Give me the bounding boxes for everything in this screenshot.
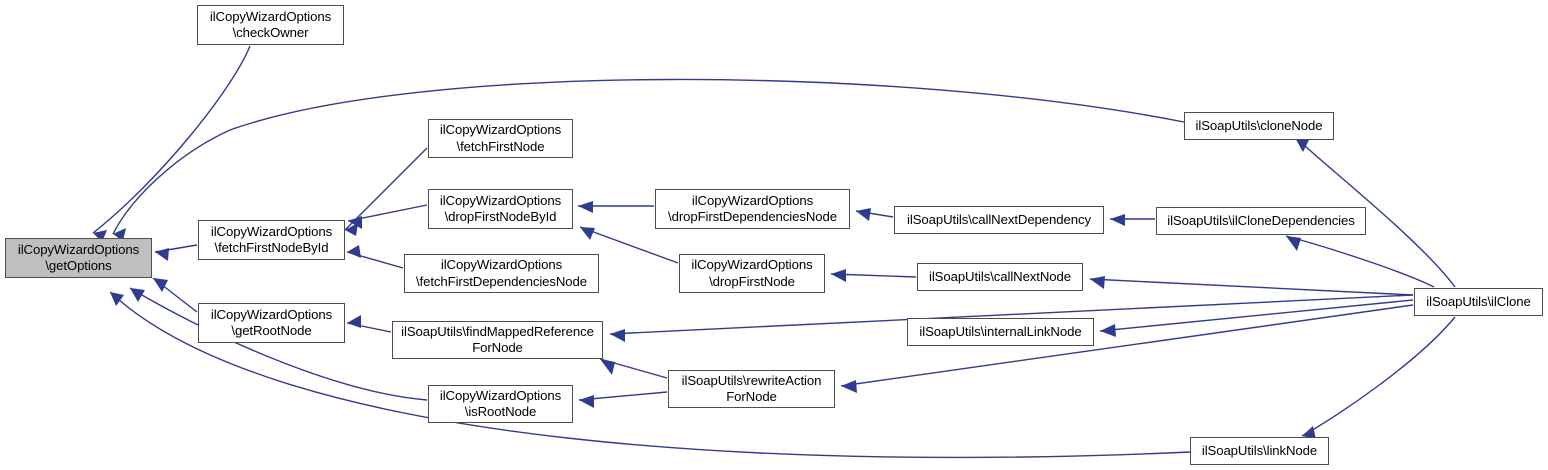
edge-fetchFirstNodeById-to-getOptions: [154, 244, 198, 261]
node-dropFirstDependenciesNode[interactable]: ilCopyWizardOptions \dropFirstDependenci…: [655, 189, 850, 229]
node-cloneNode[interactable]: ilSoapUtils\cloneNode: [1184, 112, 1334, 140]
node-label-ilClone: ilSoapUtils\ilClone: [1426, 293, 1531, 309]
edge-rewriteActionForNode-to-findMappedReferenceForNode: [599, 358, 668, 379]
node-fetchFirstNodeById[interactable]: ilCopyWizardOptions \fetchFirstNodeById: [198, 220, 345, 260]
edge-ilCloneDependencies-to-callNextDependency: [1110, 214, 1155, 226]
edge-cloneNode-to-getOptions: [112, 78, 1185, 241]
node-label-fetchFirstNodeById: ilCopyWizardOptions \fetchFirstNodeById: [210, 223, 333, 256]
edge-ilClone-to-linkNode: [1301, 316, 1456, 439]
node-label-findMappedReferenceForNode: ilSoapUtils\findMappedReference ForNode: [401, 323, 594, 356]
node-label-fetchFirstDependenciesNode: ilCopyWizardOptions \fetchFirstDependenc…: [415, 257, 588, 289]
node-label-dropFirstDependenciesNode: ilCopyWizardOptions \dropFirstDependenci…: [668, 192, 837, 225]
edge-ilClone-to-ilCloneDependencies: [1285, 235, 1435, 288]
node-ilClone[interactable]: ilSoapUtils\ilClone: [1414, 288, 1543, 316]
node-label-callNextNode: ilSoapUtils\callNextNode: [929, 268, 1071, 284]
edge-ilClone-to-findMappedReferenceForNode: [609, 294, 1414, 342]
node-dropFirstNode[interactable]: ilCopyWizardOptions \dropFirstNode: [679, 254, 825, 293]
edge-ilClone-to-callNextNode: [1089, 276, 1414, 296]
edge-callNextDependency-to-dropFirstDependenciesNode: [855, 208, 894, 221]
edge-ilClone-to-internalLinkNode: [1099, 299, 1414, 337]
node-label-dropFirstNodeById: ilCopyWizardOptions \dropFirstNodeById: [439, 192, 562, 225]
node-label-isRootNode: ilCopyWizardOptions \isRootNode: [439, 387, 562, 420]
node-label-linkNode: ilSoapUtils\linkNode: [1201, 442, 1318, 458]
node-rewriteActionForNode[interactable]: ilSoapUtils\rewriteAction ForNode: [668, 370, 835, 408]
node-internalLinkNode[interactable]: ilSoapUtils\internalLinkNode: [907, 318, 1094, 346]
edge-ilClone-to-cloneNode: [1293, 135, 1456, 288]
edge-checkOwner-to-getOptions: [92, 45, 251, 242]
edge-fetchFirstNode-to-fetchFirstNodeById: [344, 147, 428, 236]
edge-callNextNode-to-dropFirstNode: [830, 269, 917, 282]
edge-ilClone-to-rewriteActionForNode: [840, 304, 1414, 393]
node-linkNode[interactable]: ilSoapUtils\linkNode: [1190, 437, 1329, 465]
edge-dropFirstNode-to-dropFirstNodeById: [579, 226, 679, 264]
node-label-ilCloneDependencies: ilSoapUtils\ilCloneDependencies: [1167, 212, 1355, 228]
node-label-dropFirstNode: ilCopyWizardOptions \dropFirstNode: [691, 257, 813, 289]
node-label-cloneNode: ilSoapUtils\cloneNode: [1195, 117, 1323, 133]
node-dropFirstNodeById[interactable]: ilCopyWizardOptions \dropFirstNodeById: [428, 189, 573, 229]
node-label-getRootNode: ilCopyWizardOptions \getRootNode: [210, 306, 333, 339]
node-fetchFirstDependenciesNode[interactable]: ilCopyWizardOptions \fetchFirstDependenc…: [404, 254, 599, 293]
node-label-callNextDependency: ilSoapUtils\callNextDependency: [907, 211, 1091, 227]
node-label-rewriteActionForNode: ilSoapUtils\rewriteAction ForNode: [681, 372, 822, 405]
node-label-internalLinkNode: ilSoapUtils\internalLinkNode: [919, 323, 1082, 339]
edge-getRootNode-to-getOptions: [152, 277, 198, 313]
node-ilCloneDependencies[interactable]: ilSoapUtils\ilCloneDependencies: [1156, 207, 1366, 235]
edge-fetchFirstDependenciesNode-to-fetchFirstNodeById: [346, 245, 404, 269]
edge-isRootNode-to-getOptions: [129, 287, 428, 401]
node-fetchFirstNode[interactable]: ilCopyWizardOptions \fetchFirstNode: [428, 119, 573, 158]
node-label-getOptions: ilCopyWizardOptions \getOptions: [17, 241, 140, 274]
node-callNextNode[interactable]: ilSoapUtils\callNextNode: [917, 263, 1083, 291]
node-callNextDependency[interactable]: ilSoapUtils\callNextDependency: [894, 206, 1104, 234]
edge-dropFirstNodeById-to-fetchFirstNodeById: [347, 204, 428, 229]
node-label-fetchFirstNode: ilCopyWizardOptions \fetchFirstNode: [439, 122, 562, 154]
node-getOptions[interactable]: ilCopyWizardOptions \getOptions: [5, 238, 152, 278]
node-findMappedReferenceForNode[interactable]: ilSoapUtils\findMappedReference ForNode: [392, 321, 603, 359]
edge-rewriteActionForNode-to-isRootNode: [578, 391, 668, 408]
node-isRootNode[interactable]: ilCopyWizardOptions \isRootNode: [428, 385, 573, 423]
node-checkOwner[interactable]: ilCopyWizardOptions \checkOwner: [197, 5, 344, 45]
node-getRootNode[interactable]: ilCopyWizardOptions \getRootNode: [198, 303, 345, 343]
edge-linkNode-to-getOptions: [109, 291, 1191, 459]
node-label-checkOwner: ilCopyWizardOptions \checkOwner: [209, 8, 332, 41]
edge-dropFirstDependenciesNode-to-dropFirstNodeById: [578, 201, 654, 213]
edge-findMappedReferenceForNode-to-getRootNode: [346, 315, 392, 333]
